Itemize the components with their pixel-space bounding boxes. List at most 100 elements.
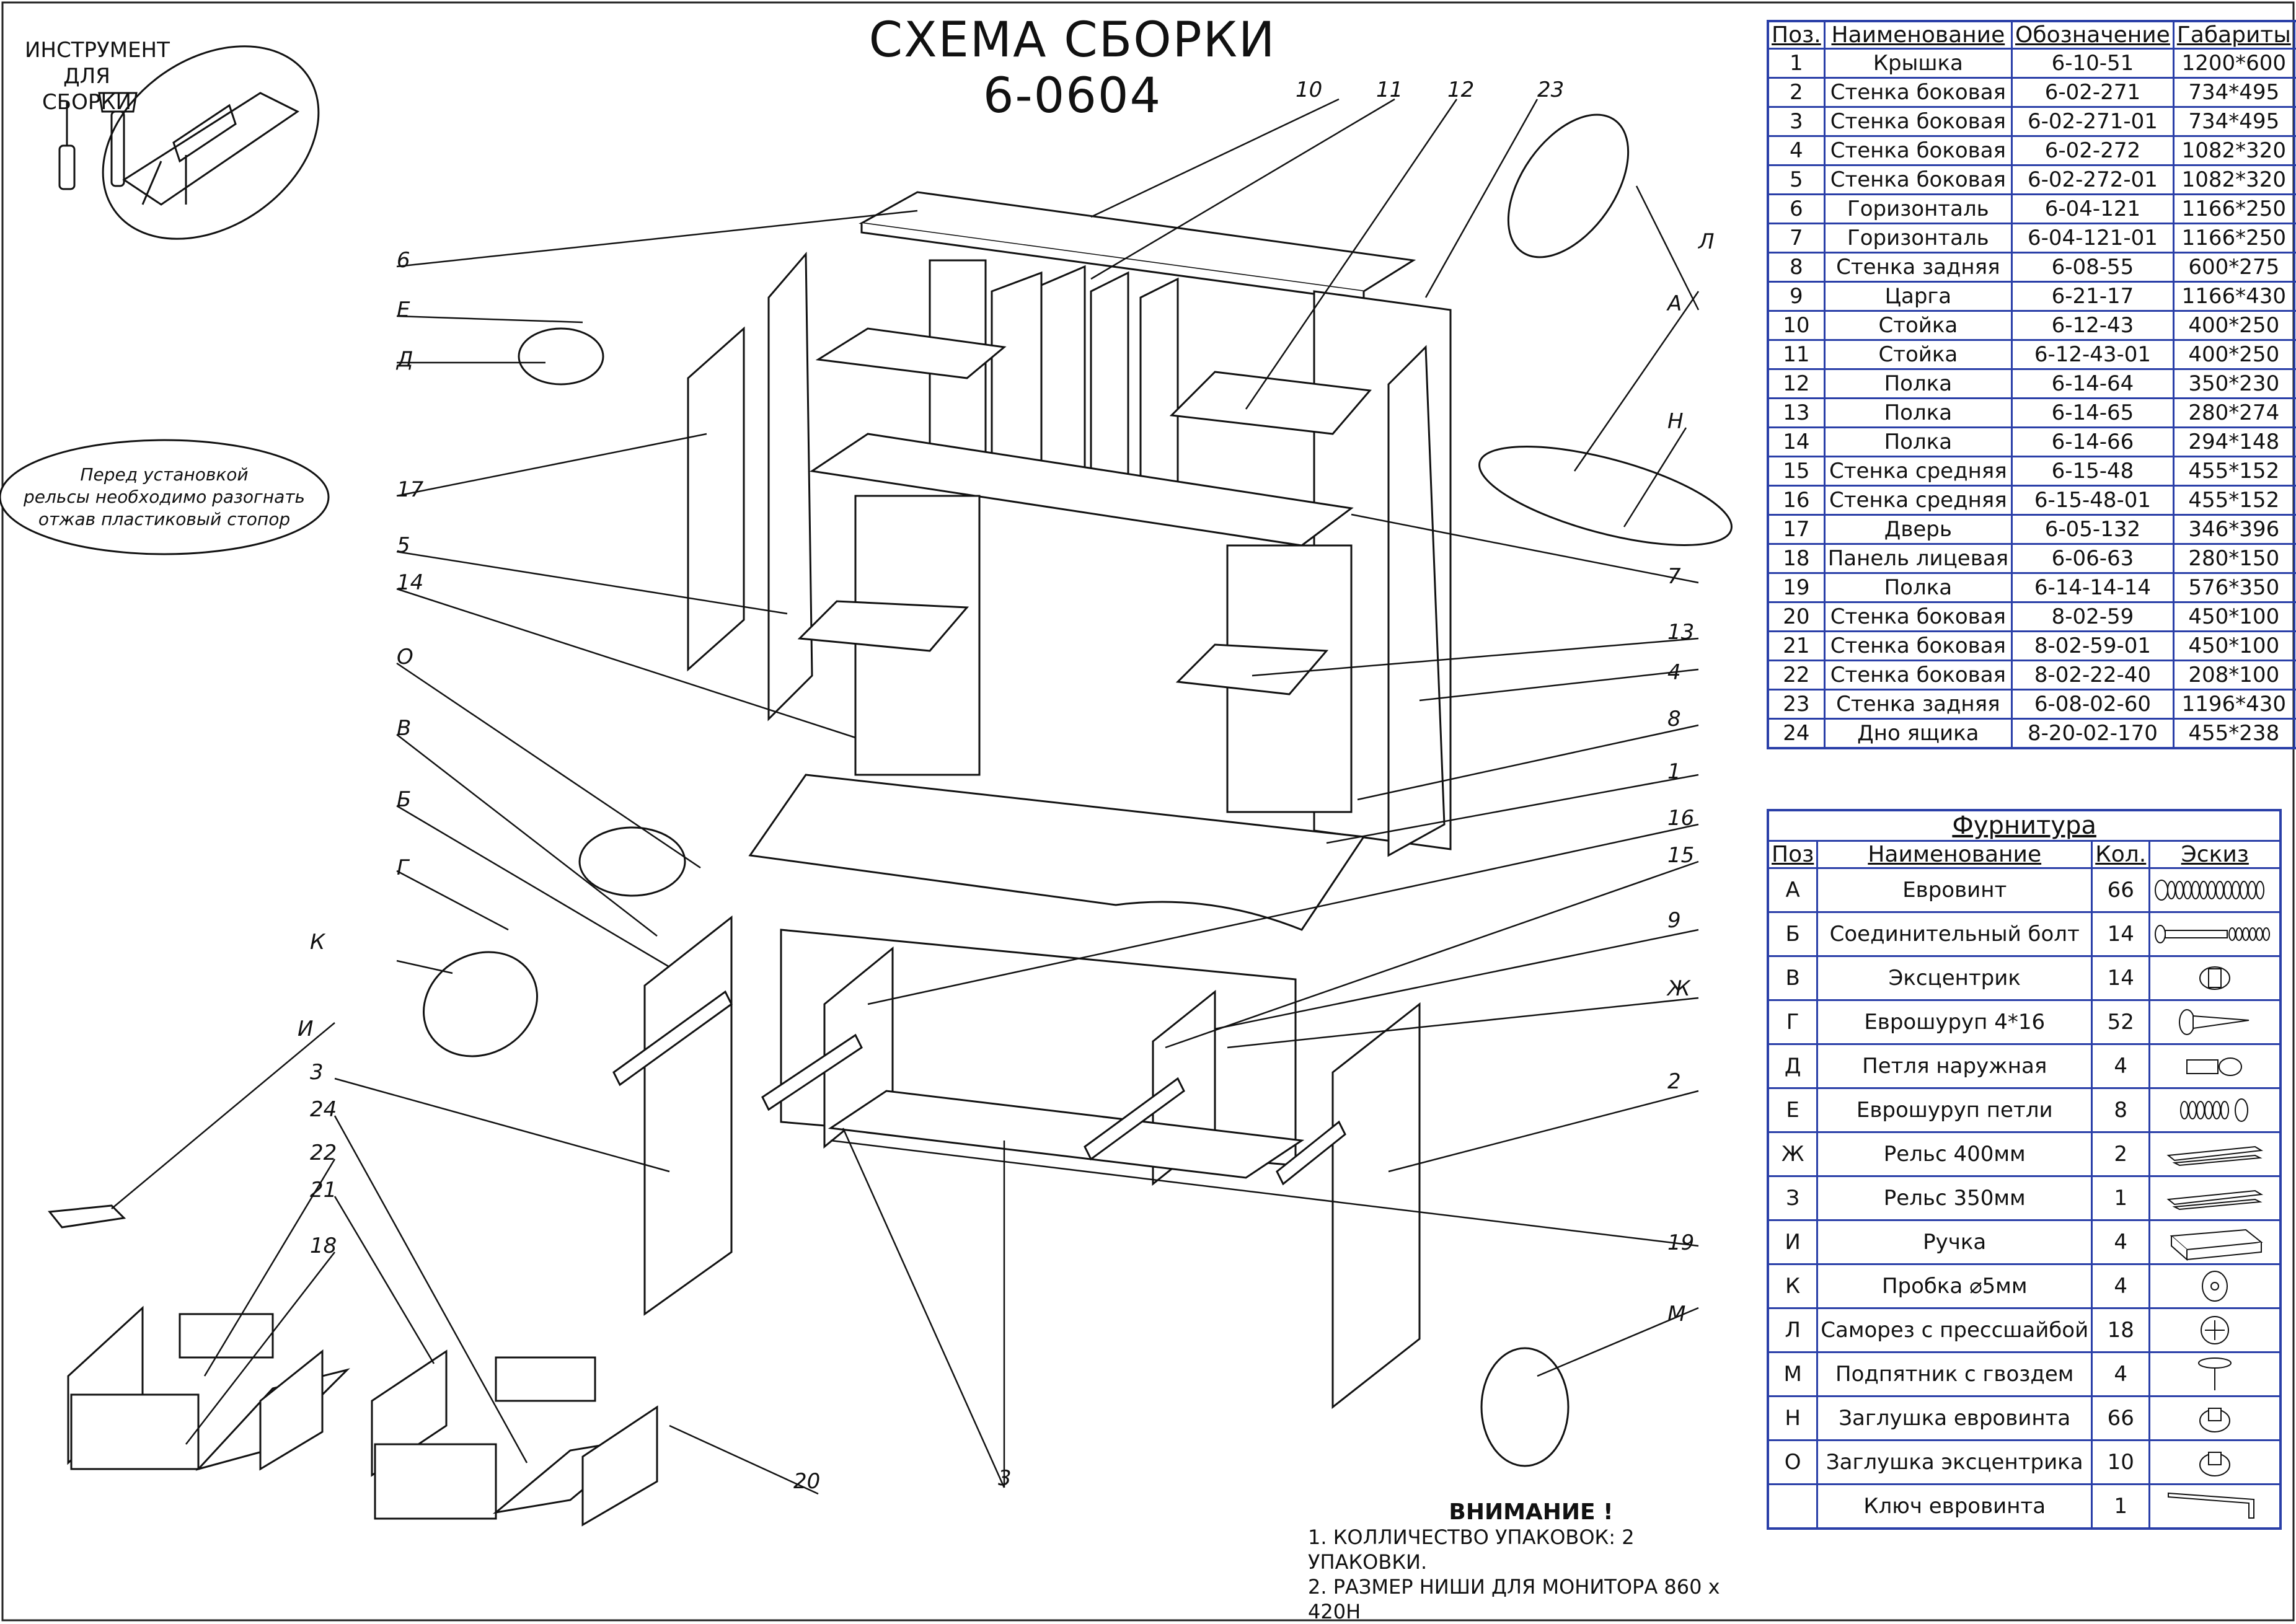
tool-caption-line-2: ДЛЯ СБОРКИ (42, 64, 131, 115)
page-title: СХЕМА СБОРКИ 6-0604 (806, 12, 1339, 124)
table-cell: 8-02-22-40 (2011, 660, 2175, 691)
callout-label: 13 (1667, 620, 1695, 645)
table-cell: 1166*250 (2172, 223, 2295, 254)
table-cell: Соединительный болт (1816, 911, 2093, 957)
table-cell: 20 (1767, 601, 1826, 632)
table-cell: Л (1767, 1307, 1819, 1353)
table-cell: 6-14-66 (2011, 426, 2175, 457)
table-cell: 6-08-02-60 (2011, 689, 2175, 720)
callout-label: 9 (1667, 908, 1681, 933)
table-cell: 17 (1767, 514, 1826, 545)
panel-top-horizontal (859, 191, 1416, 302)
table-cell: Г (1767, 999, 1819, 1045)
table-cell: 22 (1767, 660, 1826, 691)
table-cell: 1166*430 (2172, 281, 2295, 312)
table-cell: Горизонталь (1823, 223, 2013, 254)
table-cell: 450*100 (2172, 630, 2295, 661)
table-cell: 734*495 (2172, 77, 2295, 108)
table-cell: 2 (2293, 252, 2296, 283)
table-cell: 294*148 (2172, 426, 2295, 457)
panel-side-3 (643, 915, 733, 1316)
callout-label: 24 (310, 1097, 337, 1122)
callout-label: 21 (310, 1178, 337, 1203)
callout-label: 20 (793, 1469, 821, 1494)
callout-label: 2 (1667, 1069, 1681, 1094)
callout-label: 22 (310, 1141, 337, 1165)
table-cell: 2 (2293, 660, 2296, 691)
table-cell: 4 (2091, 1043, 2151, 1089)
table-cell: Полка (1823, 397, 2013, 428)
column-header: Поз (1767, 840, 1819, 869)
table-cell: 14 (2091, 911, 2151, 957)
table-cell: Подпятник с гвоздем (1816, 1351, 2093, 1397)
table-cell: 6-21-17 (2011, 281, 2175, 312)
callout-label: М (1667, 1302, 1686, 1326)
table-cell: 16 (1767, 485, 1826, 516)
column-header: Эскиз (2148, 840, 2282, 869)
table-cell: 1 (2293, 106, 2296, 137)
rail-note-line-2: рельсы необходимо разогнать (23, 487, 306, 507)
table-cell: 21 (1767, 630, 1826, 661)
drawer-right (371, 1349, 658, 1527)
table-cell: 6-05-132 (2011, 514, 2175, 545)
table-cell: Царга (1823, 281, 2013, 312)
table-cell: 6-10-51 (2011, 48, 2175, 79)
table-cell: 6-08-55 (2011, 252, 2175, 283)
table-cell: Саморез с прессшайбой (1816, 1307, 2093, 1353)
column-header: Кол. (2091, 840, 2151, 869)
table-cell: 455*152 (2172, 485, 2295, 516)
callout-label: 15 (1667, 843, 1695, 868)
column-header: Обозначение (2011, 20, 2175, 50)
rail-icon (2148, 1131, 2282, 1177)
title-line-2: 6-0604 (982, 68, 1162, 124)
plug-icon (2148, 1263, 2282, 1309)
table-cell: З (1767, 1175, 1819, 1221)
table-cell: Стенка боковая (1823, 135, 2013, 166)
table-cell: 6-02-272 (2011, 135, 2175, 166)
rail-note: Перед установкой рельсы необходимо разог… (19, 464, 310, 531)
table-cell: 8-02-59 (2011, 601, 2175, 632)
table-cell: К (1767, 1263, 1819, 1309)
table-cell: 1 (2293, 77, 2296, 108)
table-cell: Заглушка евровинта (1816, 1395, 2093, 1441)
table-cell: 14 (1767, 426, 1826, 457)
table-cell: 2 (2293, 310, 2296, 341)
table-cell: 6-12-43 (2011, 310, 2175, 341)
table-cell: 734*495 (2172, 106, 2295, 137)
table-cell: 6-04-121 (2011, 193, 2175, 224)
hinge-screw-icon (2148, 1087, 2282, 1133)
table-cell: 1082*320 (2172, 164, 2295, 195)
panel-side-2 (1331, 1002, 1421, 1410)
table-cell: 14 (2091, 955, 2151, 1001)
table-cell: 1166*250 (2172, 193, 2295, 224)
table-cell: Крышка (1823, 48, 2013, 79)
tool-caption-line-1: ИНСТРУМЕНТ (25, 38, 170, 63)
table-cell: 12 (1767, 368, 1826, 399)
callout-label: Б (397, 787, 412, 812)
shelf-13 (1175, 643, 1329, 695)
title-line-1: СХЕМА СБОРКИ (868, 12, 1276, 68)
table-cell: Еврошуруп петли (1816, 1087, 2093, 1133)
callout-label: 5 (397, 533, 410, 558)
table-cell: 2 (2293, 397, 2296, 428)
table-cell: 2 (2293, 601, 2296, 632)
table-cell: 23 (1767, 689, 1826, 720)
table-cell: 6-06-63 (2011, 543, 2175, 574)
table-cell: Ручка (1816, 1219, 2093, 1265)
table-cell: 1082*320 (2172, 135, 2295, 166)
table-cell: 3 (1767, 106, 1826, 137)
callout-label: 4 (1667, 660, 1681, 685)
table-cell: Дно ящика (1823, 718, 2013, 749)
parts-table-header: Поз.НаименованиеОбозначениеГабаритыколуп… (1767, 20, 2296, 50)
